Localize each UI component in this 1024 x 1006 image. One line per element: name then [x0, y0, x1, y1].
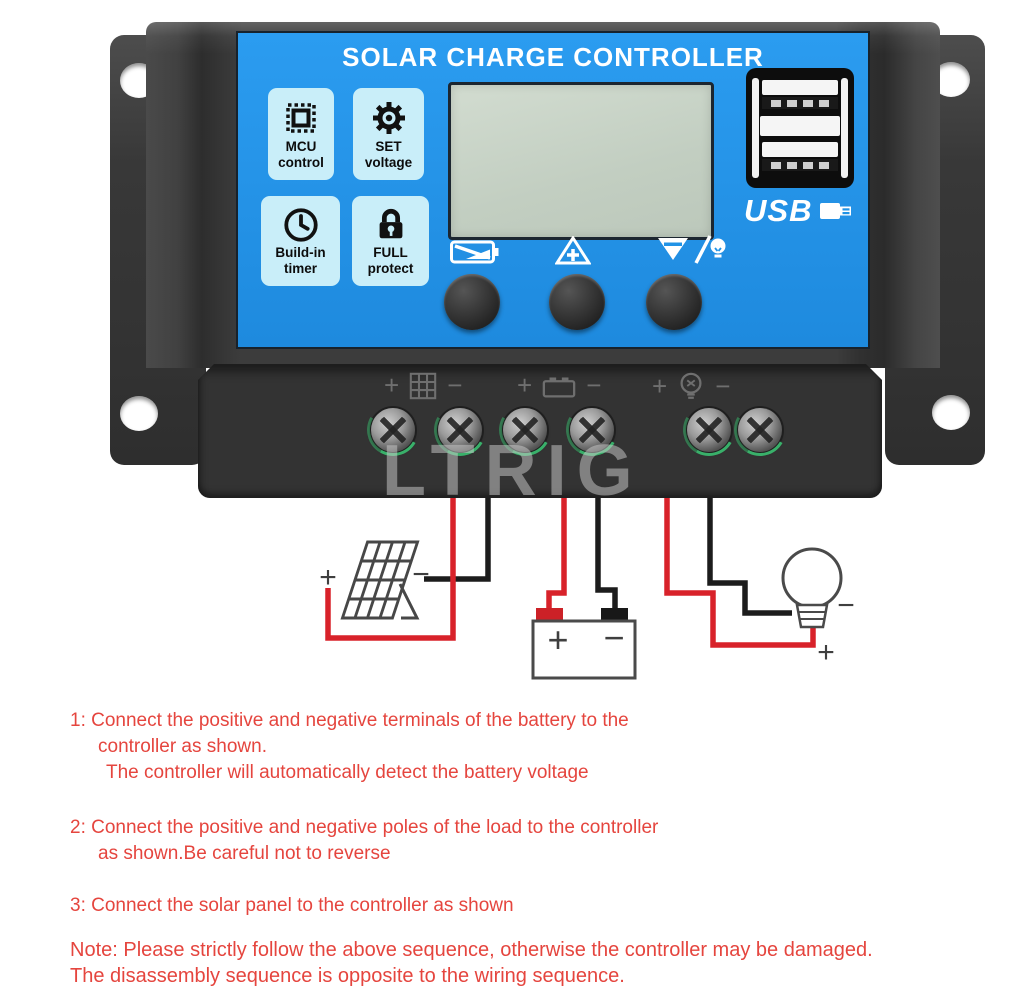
badge-label: FULL: [373, 244, 408, 260]
badge-label: protect: [367, 261, 414, 276]
usb-pins: [762, 159, 838, 171]
instruction-line: The controller will automatically detect…: [106, 762, 589, 783]
badge-label: timer: [283, 261, 317, 276]
minus-label: −: [586, 370, 602, 400]
solar-positive-wire: [325, 494, 456, 641]
load-control-button: [646, 274, 702, 330]
bulb-symbol: − +: [781, 547, 855, 669]
battery-negative-wire: [595, 494, 618, 608]
minus-label: −: [715, 370, 731, 401]
battery-terminal-label: + −: [517, 370, 601, 401]
instruction-line: as shown.Be careful not to reverse: [98, 843, 391, 864]
plus-label: +: [652, 370, 668, 401]
usb-divider: [760, 116, 840, 136]
badge-label: Build-in: [275, 244, 326, 260]
load-negative-wire: [707, 494, 792, 616]
instruction-line: controller as shown.: [98, 736, 267, 757]
terminal-screw: [371, 408, 415, 452]
solar-terminal-label: + −: [384, 370, 462, 401]
lamp-icon: [680, 372, 702, 399]
feature-badge-mcu: MCU control: [268, 88, 334, 180]
feature-badge-set-voltage: SET voltage: [353, 88, 424, 180]
mounting-hole: [932, 395, 970, 430]
instruction-step-3: 3: Connect the solar panel to the contro…: [70, 893, 514, 919]
badge-label: control: [278, 155, 324, 170]
instruction-line: The disassembly sequence is opposite to …: [70, 965, 625, 987]
badge-label: SET: [375, 138, 402, 154]
instruction-step-1: 1: Connect the positive and negative ter…: [70, 708, 629, 786]
battery-type-icon: [450, 240, 499, 264]
dual-usb-ports: [746, 68, 854, 188]
instruction-step-2: 2: Connect the positive and negative pol…: [70, 815, 658, 867]
usb-port-tongue: [762, 80, 838, 95]
plus-label: +: [384, 370, 400, 400]
terminal-screw: [687, 408, 731, 452]
watermark: LTRIG: [382, 431, 643, 511]
terminal-screw: [738, 408, 782, 452]
decrease-load-icon: [658, 235, 726, 264]
device-title: SOLAR CHARGE CONTROLLER: [342, 42, 764, 72]
instruction-note: Note: Please strictly follow the above s…: [70, 937, 873, 989]
usb-rail: [752, 78, 759, 178]
battery-minus-label: −: [603, 617, 624, 658]
terminal-screw: [570, 408, 614, 452]
terminal-screw: [438, 408, 482, 452]
battery-positive-wire: [546, 494, 567, 608]
instruction-line: Note: Please strictly follow the above s…: [70, 939, 873, 961]
badge-label: voltage: [364, 155, 413, 170]
bulb-minus-label: −: [837, 589, 855, 622]
feature-badge-protect: FULL protect: [352, 196, 429, 286]
clock-icon: [283, 207, 318, 242]
battery-negative-terminal: [601, 608, 628, 621]
mounting-hole: [120, 396, 158, 431]
mcu-chip-icon: [286, 102, 316, 133]
solar-panel-symbol: + −: [319, 540, 430, 620]
usb-label: USB: [744, 193, 855, 229]
feature-badge-timer: Build-in timer: [261, 196, 340, 286]
wiring-diagram: + − + − − +: [319, 494, 855, 680]
battery-symbol: + −: [531, 608, 637, 680]
badge-label: MCU: [285, 138, 317, 154]
battery-icon: [542, 376, 576, 398]
bulb-plus-label: +: [817, 636, 835, 669]
solar-negative-wire: [424, 494, 491, 582]
solar-minus-label: −: [412, 558, 430, 591]
battery-positive-terminal: [536, 608, 563, 621]
usb-text: USB: [744, 193, 813, 228]
padlock-icon: [379, 208, 402, 238]
increase-icon: [555, 236, 591, 265]
battery-select-button: [444, 274, 500, 330]
load-terminal-label: + −: [652, 370, 730, 402]
increase-button: [549, 274, 605, 330]
front-panel: SOLAR CHARGE CONTROLLER MCU control SET …: [236, 31, 870, 349]
battery-plus-label: +: [547, 619, 568, 660]
usb-rail: [841, 78, 848, 178]
terminal-screw: [503, 408, 547, 452]
usb-pins: [762, 97, 838, 109]
solar-panel-icon: [409, 372, 437, 399]
instruction-line: 2: Connect the positive and negative pol…: [70, 817, 659, 838]
usb-port-tongue: [762, 142, 838, 157]
usb-plug-icon: [820, 203, 852, 219]
lcd-screen: [448, 82, 714, 240]
gear-icon: [372, 101, 405, 134]
instruction-line: 1: Connect the positive and negative ter…: [70, 710, 629, 731]
instruction-line: 3: Connect the solar panel to the contro…: [70, 895, 514, 916]
minus-label: −: [447, 370, 463, 400]
plus-label: +: [517, 370, 533, 400]
load-positive-wire: [664, 494, 816, 648]
solar-plus-label: +: [319, 561, 337, 594]
